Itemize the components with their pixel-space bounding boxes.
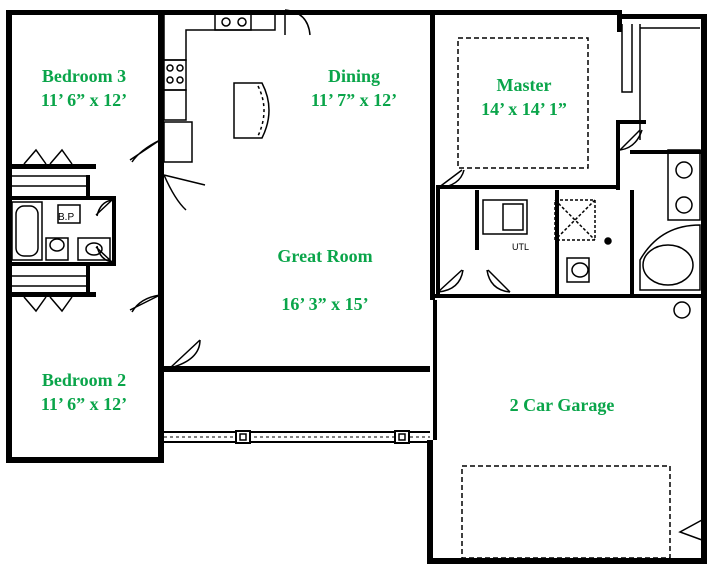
utility-tag: UTL (512, 242, 529, 252)
hall-bath (11, 201, 111, 261)
garage-post (673, 301, 691, 319)
double-vanity (667, 149, 701, 221)
bedroom2-size: 11’ 6” x 12’ (41, 394, 127, 414)
entry-door-top (284, 9, 311, 36)
kitchen-island (233, 82, 270, 139)
pantry-door (163, 174, 206, 211)
washer (482, 199, 528, 235)
bathtub (11, 201, 43, 261)
swing-doors (95, 9, 703, 541)
garage-door-outline (461, 465, 671, 559)
master-toilet (566, 257, 590, 283)
vanity (77, 237, 111, 261)
master-name: Master (497, 75, 552, 95)
bedroom3-door (129, 139, 161, 163)
great-room-size: 16’ 3” x 15’ (281, 294, 368, 314)
water-heater-dot (604, 237, 612, 245)
bedroom2-door (129, 294, 161, 313)
corner-tub (639, 224, 701, 291)
refrigerator (163, 121, 193, 163)
utility-door (437, 269, 464, 293)
bedroom2-name: Bedroom 2 (42, 370, 126, 390)
kitchen-sink (214, 13, 252, 31)
great-room-name: Great Room (277, 246, 372, 266)
garage-name: 2 Car Garage (510, 395, 615, 415)
shower (554, 199, 596, 241)
master-door (437, 169, 465, 189)
porch (164, 366, 430, 444)
window-marks (160, 200, 433, 250)
toilet (45, 237, 69, 261)
interior-walls (6, 120, 702, 297)
bifold-doors (23, 148, 73, 313)
dining-size: 11’ 7” x 12’ (311, 90, 397, 110)
bedroom3-size: 11’ 6” x 12’ (41, 90, 127, 110)
dining-name: Dining (328, 66, 380, 86)
garage-side-door (678, 519, 703, 541)
bath-door-upper (95, 199, 113, 217)
master-tray-ceiling (457, 37, 589, 169)
closets (12, 24, 700, 287)
closet-door (619, 129, 643, 151)
master-bath (482, 149, 701, 291)
master-bath-door (486, 269, 511, 293)
linen-tag: B.P (58, 212, 74, 223)
dashed-outlines (457, 37, 671, 559)
front-door (169, 339, 201, 369)
bedroom3-name: Bedroom 3 (42, 66, 126, 86)
master-size: 14’ x 14’ 1” (481, 99, 567, 119)
kitchen (163, 13, 276, 163)
